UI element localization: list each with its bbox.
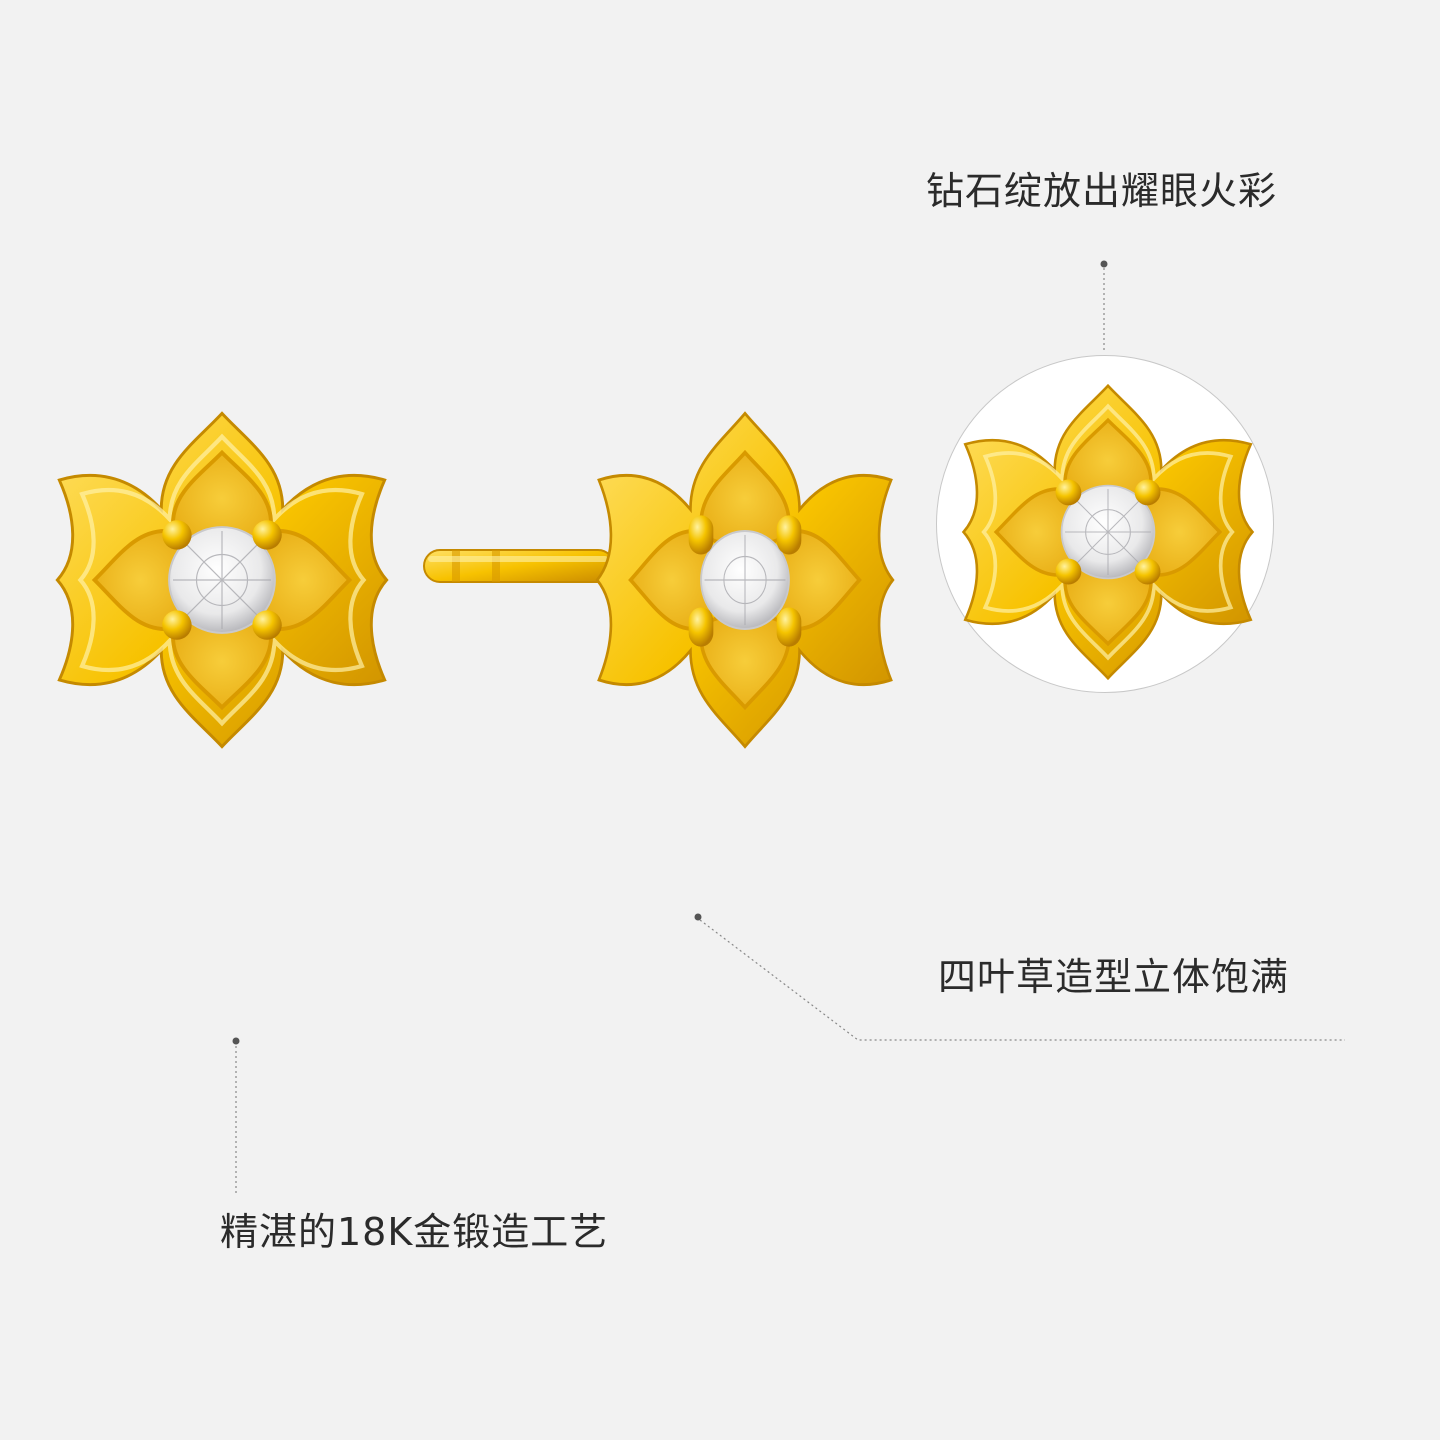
earring-front-view — [57, 413, 386, 746]
earring-post — [423, 549, 615, 583]
caption-gold-craft: 精湛的18K金锻造工艺 — [220, 1210, 609, 1254]
leader-diamond — [1100, 260, 1108, 352]
leader-shape — [694, 913, 1345, 1041]
leader-gold — [232, 1037, 240, 1196]
earring-zoom-view — [964, 386, 1253, 678]
caption-clover-shape: 四叶草造型立体饱满 — [938, 955, 1290, 999]
earring-side-view — [423, 411, 895, 749]
caption-diamond-fire: 钻石绽放出耀眼火彩 — [926, 169, 1278, 213]
